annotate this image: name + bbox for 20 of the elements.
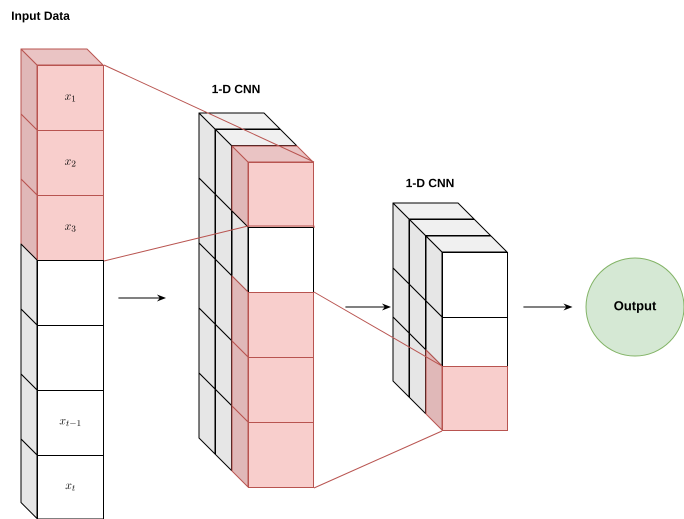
empty-cell: [442, 252, 508, 318]
stack-heading: 1-D CNN: [212, 84, 260, 94]
cell: $x_t$: [37, 455, 104, 519]
empty-cell: [248, 162, 314, 228]
empty-cell: [248, 292, 314, 358]
cell: $x_1$: [37, 65, 104, 131]
stack-heading: Input Data: [12, 12, 70, 22]
cell: $x_2$: [37, 130, 104, 196]
empty-cell: [248, 422, 314, 488]
empty-cell: [248, 357, 314, 423]
empty-cell: [248, 227, 314, 293]
projection-line: [104, 226, 314, 262]
empty-cell: [442, 366, 508, 431]
empty-cell: [442, 317, 508, 367]
empty-cell: [37, 260, 104, 326]
cell: $x_3$: [37, 195, 104, 261]
stack-heading: 1-D CNN: [406, 178, 454, 188]
cell: $x_{t-1}$: [37, 390, 104, 456]
empty-cell: [37, 325, 104, 391]
projection-line: [314, 430, 442, 488]
